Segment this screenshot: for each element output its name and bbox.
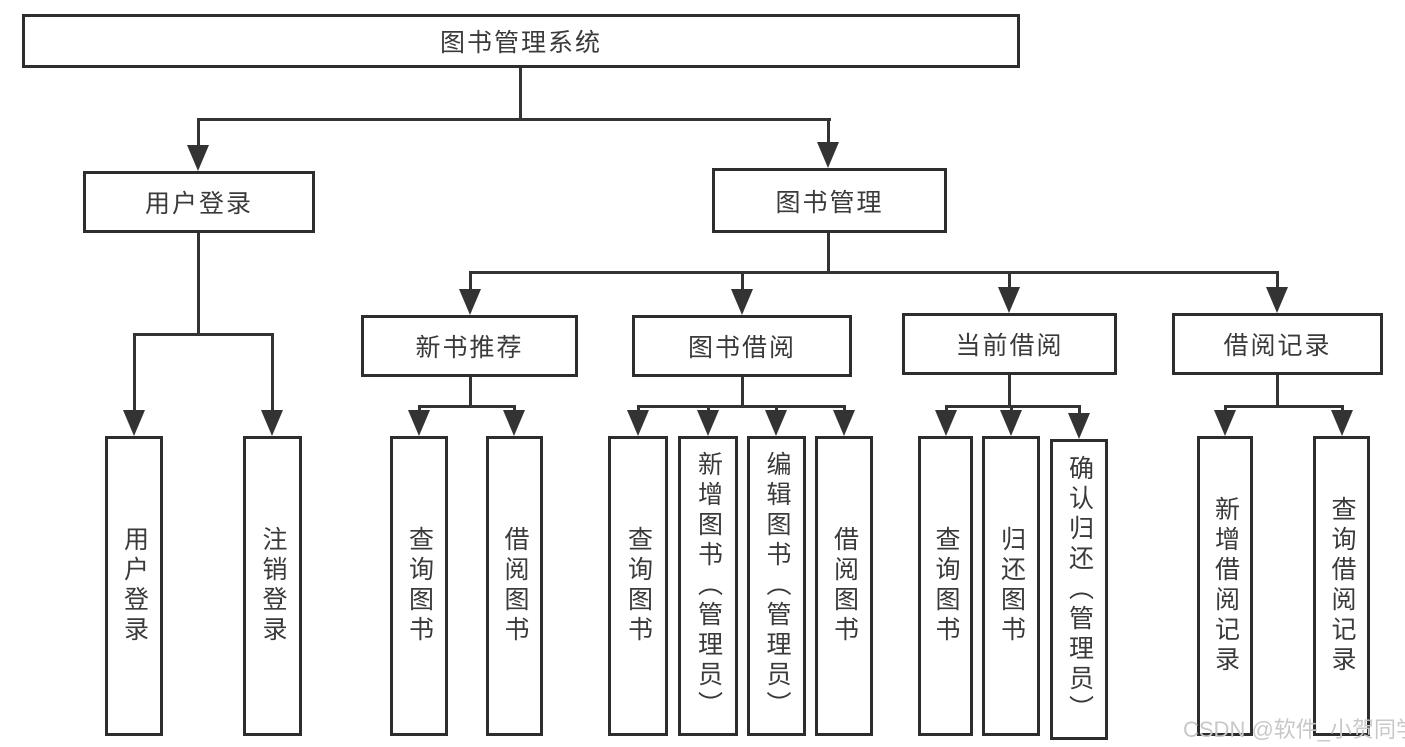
node-book-mgmt: 图书管理 [712,168,947,233]
leaf-add-borrow-record-label: 新增借阅记录 [1211,496,1240,676]
arrowhead-down-icon [935,410,957,436]
arrowhead-down-icon [1331,410,1353,436]
connector-line [1341,405,1344,412]
leaf-return-book-label: 归还图书 [997,526,1026,646]
leaf-return-book: 归还图书 [982,436,1040,736]
leaf-query-book-3: 查询图书 [918,436,973,736]
connector-line [197,118,831,121]
node-user-login: 用户登录 [83,171,315,233]
connector-line [1008,271,1011,289]
arrowhead-down-icon [503,410,525,436]
leaf-borrow-book-2-label: 借阅图书 [830,526,859,646]
connector-line [637,405,846,408]
connector-line [827,118,830,144]
connector-line [741,271,744,291]
arrowhead-down-icon [123,410,145,436]
connector-line [843,405,846,412]
connector-line [827,233,830,274]
node-borrow-record-label: 借阅记录 [1223,332,1332,360]
connector-line [1276,271,1279,289]
arrowhead-down-icon [817,142,839,168]
node-book-borrow-label: 图书借阅 [687,334,796,362]
connector-line [469,271,1279,274]
arrowhead-down-icon [1214,410,1236,436]
connector-line [707,405,710,412]
arrowhead-down-icon [765,410,787,436]
node-root-label: 图书管理系统 [439,29,602,57]
node-book-mgmt-label: 图书管理 [775,188,884,217]
leaf-query-book-1: 查询图书 [390,436,448,736]
connector-line [133,333,274,336]
arrowhead-down-icon [731,289,753,315]
arrowhead-down-icon [408,410,430,436]
leaf-edit-book-admin-label: 编辑图书（管理员） [763,451,791,721]
arrowhead-down-icon [1266,287,1288,313]
leaf-borrow-book-2: 借阅图书 [815,436,873,736]
connector-line [1078,405,1081,414]
leaf-query-book-3-label: 查询图书 [932,526,960,646]
leaf-query-book-2: 查询图书 [608,436,668,736]
arrowhead-down-icon [697,410,719,436]
leaf-user-login: 用户登录 [105,436,163,736]
node-new-book-rec: 新书推荐 [361,315,578,377]
node-current-borrow-label: 当前借阅 [955,332,1064,360]
node-root: 图书管理系统 [22,14,1020,68]
leaf-borrow-book-1: 借阅图书 [486,436,543,736]
node-new-book-rec-label: 新书推荐 [415,334,524,362]
arrowhead-down-icon [627,410,649,436]
connector-line [1224,405,1227,412]
connector-line [1224,405,1344,408]
node-user-login-label: 用户登录 [144,190,253,218]
leaf-add-book-admin: 新增图书（管理员） [678,436,738,736]
connector-line [469,271,472,291]
connector-line [1008,375,1011,408]
connector-line [197,118,200,146]
arrowhead-down-icon [261,410,283,436]
leaf-add-book-admin-label: 新增图书（管理员） [694,451,723,721]
connector-line [513,405,516,412]
arrowhead-down-icon [1000,410,1022,436]
leaf-query-book-1-label: 查询图书 [405,526,434,646]
connector-line [945,405,948,412]
node-book-borrow: 图书借阅 [632,315,852,377]
arrowhead-down-icon [459,289,481,315]
connector-line [1276,375,1279,408]
arrowhead-down-icon [833,410,855,436]
connector-line [271,333,274,411]
leaf-logout-label: 注销登录 [259,526,287,646]
arrowhead-down-icon [187,145,209,171]
connector-line [945,405,1081,408]
arrowhead-down-icon [1068,413,1090,439]
leaf-logout: 注销登录 [243,436,302,736]
connector-line [469,377,472,408]
connector-line [418,405,421,412]
leaf-query-borrow-record-label: 查询借阅记录 [1328,496,1356,676]
watermark: CSDN @软件_小贺同学 [1183,717,1405,742]
leaf-confirm-return-admin: 确认归还（管理员） [1050,439,1108,740]
leaf-query-book-2-label: 查询图书 [624,526,653,646]
connector-line [741,377,744,408]
connector-line [197,233,200,335]
leaf-borrow-book-1-label: 借阅图书 [501,526,529,646]
connector-line [519,68,522,119]
leaf-user-login-label: 用户登录 [120,526,149,646]
arrowhead-down-icon [998,287,1020,313]
connector-line [133,333,136,411]
leaf-edit-book-admin: 编辑图书（管理员） [747,436,806,736]
leaf-query-borrow-record: 查询借阅记录 [1313,436,1370,736]
connector-line [418,405,516,408]
leaf-confirm-return-admin-label: 确认归还（管理员） [1065,454,1094,725]
leaf-add-borrow-record: 新增借阅记录 [1197,436,1253,736]
node-current-borrow: 当前借阅 [902,313,1117,375]
connector-line [1010,405,1013,412]
node-borrow-record: 借阅记录 [1172,313,1383,375]
connector-line [775,405,778,412]
connector-line [637,405,640,412]
